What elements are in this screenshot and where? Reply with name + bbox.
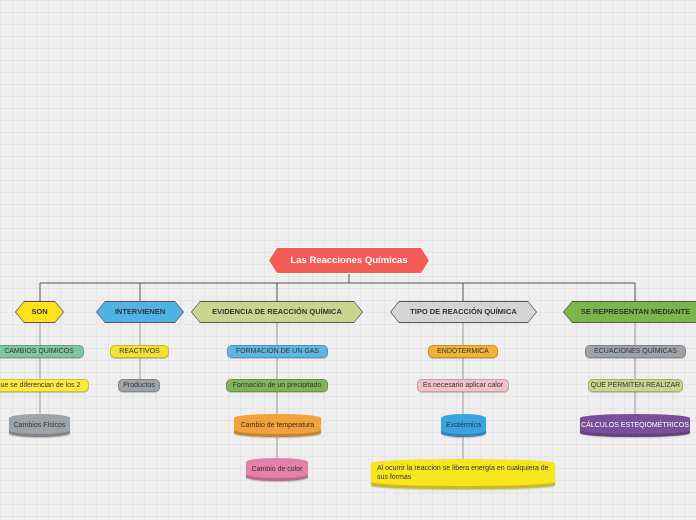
- node-ecuaciones[interactable]: ECUACIONES QUÍMICAS: [585, 345, 686, 358]
- root-node[interactable]: Las Reacciones Químicas: [268, 247, 430, 274]
- branch-son[interactable]: SON: [15, 301, 64, 323]
- branch-representan-label: SE REPRESENTAN MEDIANTE: [564, 302, 696, 322]
- node-cambio-temperatura[interactable]: Cambio de temperatura: [234, 414, 321, 437]
- node-aplicar-calor[interactable]: Es necesario aplicar calor: [417, 379, 509, 392]
- node-reactivos[interactable]: REACTIVOS: [110, 345, 169, 358]
- node-diferencian[interactable]: que se diferencian de los 2: [0, 379, 89, 392]
- node-cambios-fisicos[interactable]: Cambios Físicos: [9, 414, 70, 437]
- node-endotermica[interactable]: ENDOTERMICA: [428, 345, 498, 358]
- node-cambios-quimicos[interactable]: CAMBIOS QUIMICOS: [0, 345, 84, 358]
- node-calculos[interactable]: CÁLCULOS ESTEQIOMÉTRICOS: [580, 414, 690, 437]
- branch-evidencia[interactable]: EVIDENCIA DE REACCIÓN QUÍMICA: [191, 301, 363, 323]
- node-permiten[interactable]: QUE PERMITEN REALIZAR: [588, 379, 683, 392]
- branch-intervienen[interactable]: INTERVIENEN: [96, 301, 184, 323]
- branch-tipo[interactable]: TIPO DE REACCIÓN QUÍMICA: [390, 301, 537, 323]
- node-precipitado[interactable]: Formación de un precipitado: [226, 379, 328, 392]
- branch-tipo-label: TIPO DE REACCIÓN QUÍMICA: [391, 302, 536, 322]
- node-exotermica[interactable]: Exotérmica: [441, 414, 486, 437]
- branch-son-label: SON: [16, 302, 63, 322]
- node-formacion-gas[interactable]: FORMACION DE UN GAS: [227, 345, 328, 358]
- branch-intervienen-label: INTERVIENEN: [97, 302, 183, 322]
- root-label: Las Reacciones Químicas: [269, 248, 429, 273]
- branch-representan[interactable]: SE REPRESENTAN MEDIANTE: [563, 301, 696, 323]
- branch-evidencia-label: EVIDENCIA DE REACCIÓN QUÍMICA: [192, 302, 362, 322]
- node-cambio-color[interactable]: Cambio de color: [246, 458, 308, 481]
- node-libera-energia[interactable]: Al ocurrir la reaccion se libera energía…: [371, 459, 555, 489]
- node-productos[interactable]: Productos: [118, 379, 160, 392]
